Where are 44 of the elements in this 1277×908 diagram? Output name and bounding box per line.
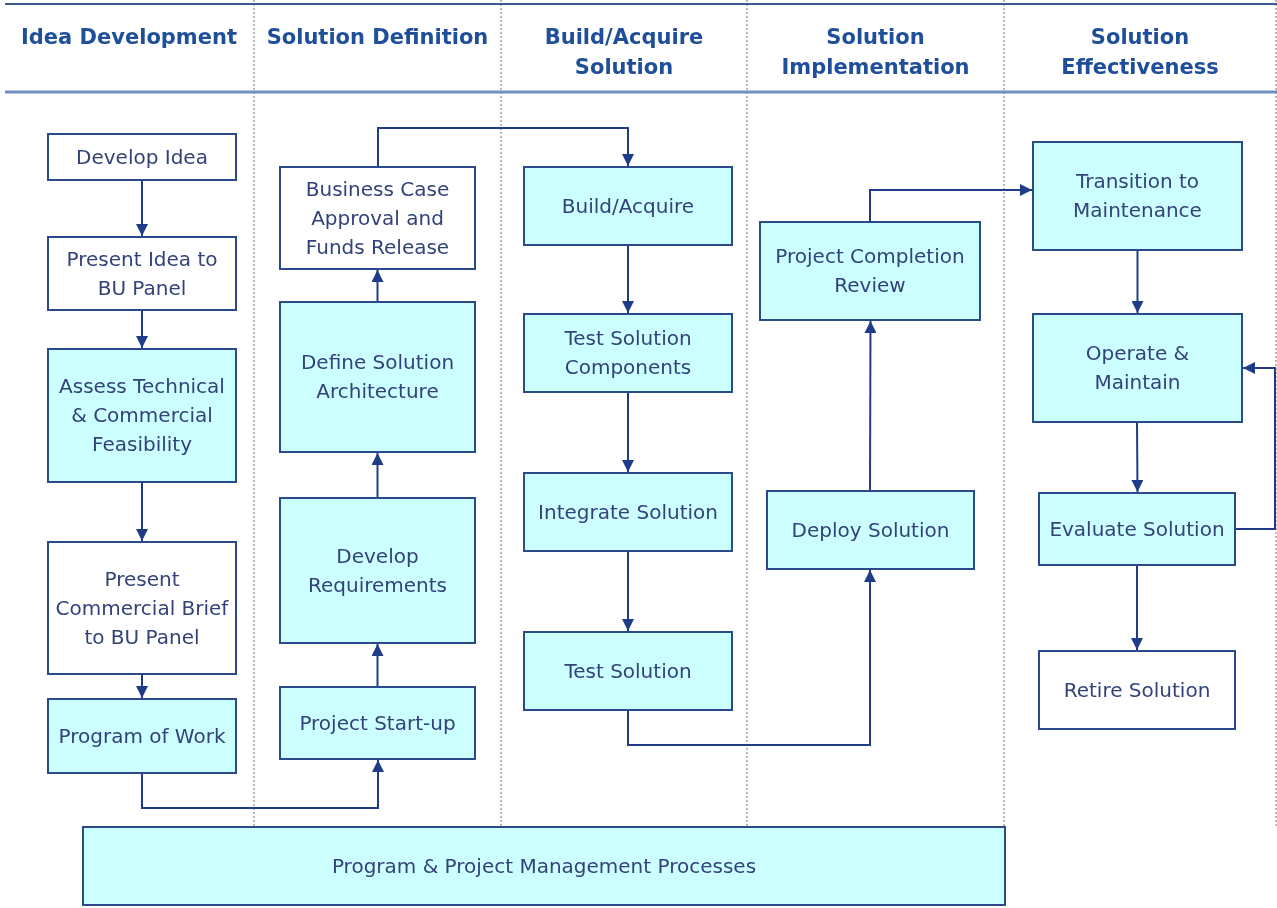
lane-heading: Solution Effectiveness: [1060, 24, 1220, 81]
arrow: [1131, 565, 1143, 651]
process-box: Project Start-up: [279, 686, 476, 760]
process-box: Evaluate Solution: [1038, 492, 1236, 566]
arrow: [1131, 250, 1144, 314]
arrow: [864, 320, 877, 491]
arrow: [622, 245, 634, 314]
process-box: Retire Solution: [1038, 650, 1236, 730]
process-box: Present Commercial Brief to BU Panel: [47, 541, 237, 675]
process-box: Assess Technical & Commercial Feasibility: [47, 348, 237, 483]
arrow: [136, 180, 148, 237]
process-box: Present Idea to BU Panel: [47, 236, 237, 311]
process-box: Develop Requirements: [279, 497, 476, 644]
process-box: Integrate Solution: [523, 472, 733, 552]
arrow: [1131, 422, 1144, 493]
arrow: [136, 310, 148, 349]
arrow: [136, 674, 148, 699]
arrow: [622, 392, 634, 473]
arrow: [1235, 362, 1276, 530]
lane-heading: Solution Implementation: [780, 24, 971, 81]
process-box: Operate & Maintain: [1032, 313, 1243, 423]
process-box: Program of Work: [47, 698, 237, 774]
process-box: Test Solution: [523, 631, 733, 711]
arrow: [377, 127, 634, 167]
process-box: Test Solution Components: [523, 313, 733, 393]
arrow: [622, 551, 634, 632]
lane-heading: Idea Development: [21, 24, 237, 51]
arrow: [136, 482, 148, 542]
arrow: [869, 184, 1033, 222]
arrow: [141, 759, 384, 809]
arrow: [371, 269, 384, 302]
process-box: Deploy Solution: [766, 490, 975, 570]
arrow: [371, 452, 384, 498]
process-box: Project Completion Review: [759, 221, 981, 321]
process-box: Program & Project Management Processes: [82, 826, 1006, 906]
process-box: Transition to Maintenance: [1032, 141, 1243, 251]
process-box: Develop Idea: [47, 133, 237, 181]
process-box: Business Case Approval and Funds Release: [279, 166, 476, 270]
process-box: Build/Acquire: [523, 166, 733, 246]
lane-heading: Solution Definition: [266, 24, 489, 51]
arrow: [371, 643, 384, 687]
lane-heading: Build/Acquire Solution: [543, 24, 705, 81]
process-box: Define Solution Architecture: [279, 301, 476, 453]
arrow: [627, 569, 876, 746]
